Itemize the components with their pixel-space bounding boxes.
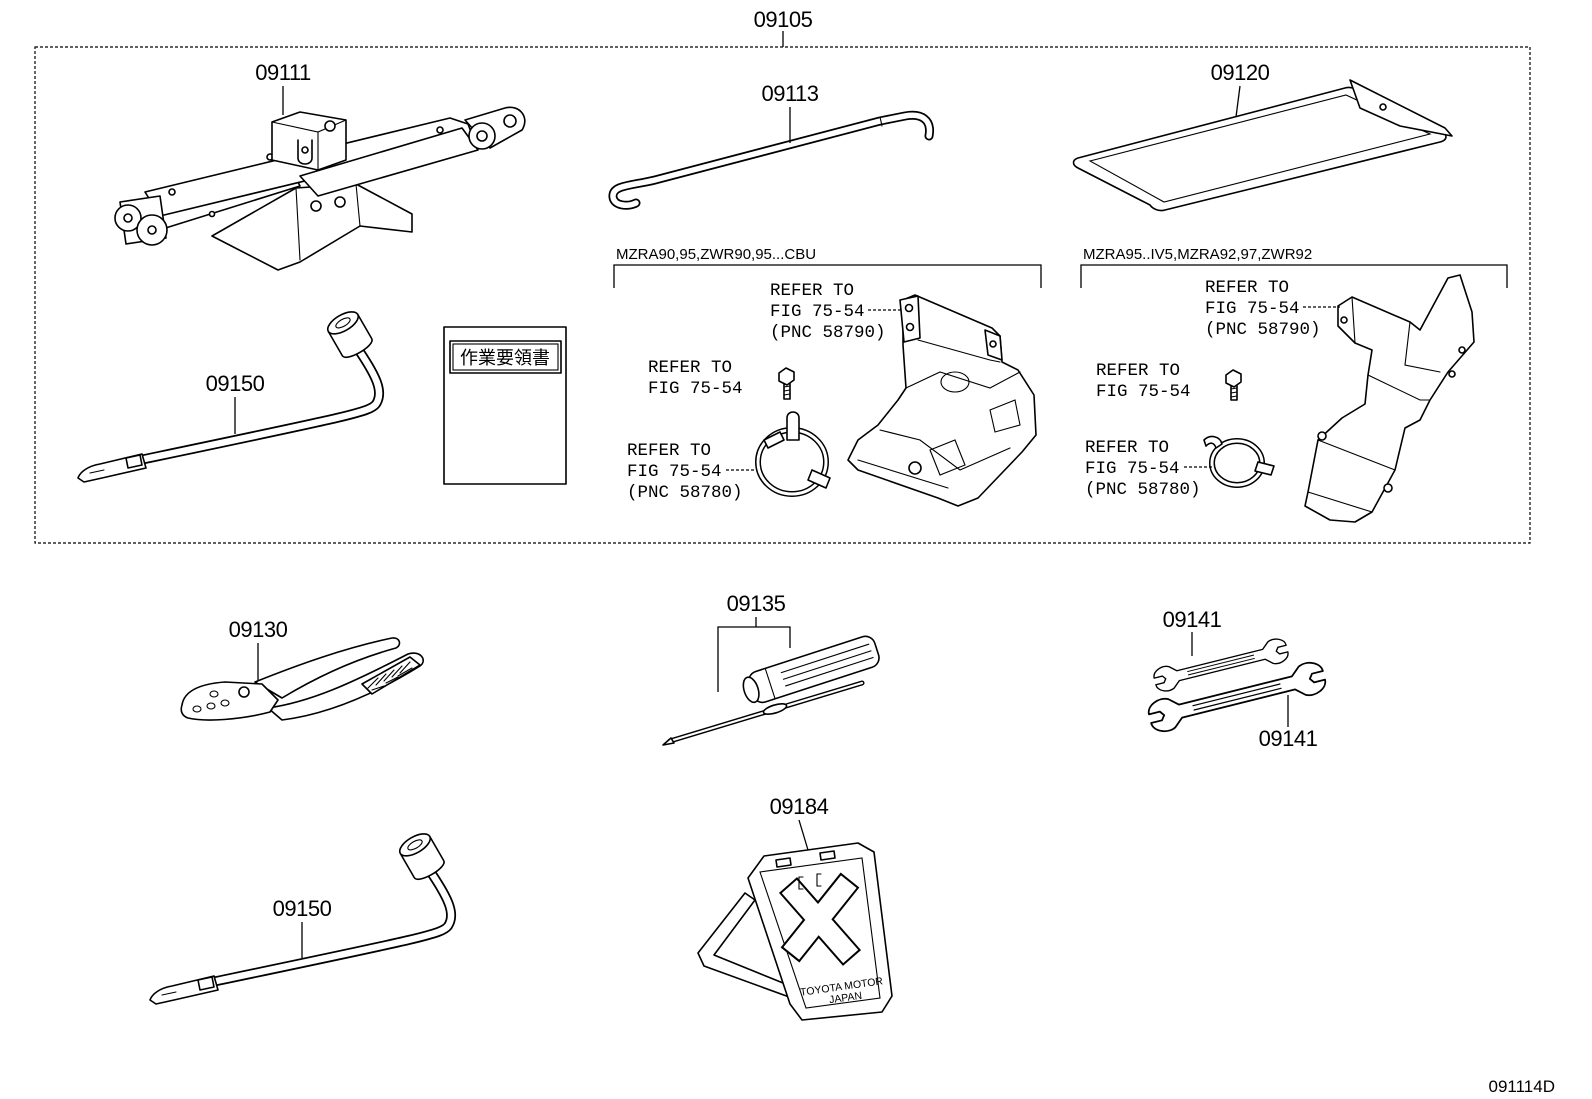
- bracket-ref-line3: (PNC 58790): [1205, 320, 1321, 340]
- assembly-part-number[interactable]: 09105: [754, 7, 813, 32]
- instruction-manual: 作業要領書: [443, 326, 567, 485]
- clamp-right: [1203, 435, 1275, 488]
- bolt-right: [1225, 369, 1242, 401]
- spanner-upper-part-number[interactable]: 09141: [1163, 607, 1222, 632]
- battery-bracket-left: [847, 294, 1037, 507]
- battery-bracket-right: [1304, 274, 1475, 523]
- wheel-chock-part-number[interactable]: 09184: [770, 794, 829, 819]
- pliers-part-number[interactable]: 09130: [229, 617, 288, 642]
- wheel-wrench: 09150: [149, 833, 457, 1005]
- bracket-ref-line2: FIG 75-54: [1205, 299, 1300, 319]
- clamp-ref-line3: (PNC 58780): [1085, 480, 1201, 500]
- spanner-lower-part-number[interactable]: 09141: [1259, 726, 1318, 751]
- tool-bag: 09120: [1072, 60, 1453, 212]
- tool-bag-part-number[interactable]: 09120: [1211, 60, 1270, 85]
- jack-part-number[interactable]: 09111: [255, 60, 311, 85]
- leader-line: [798, 819, 809, 851]
- bracket-ref-line1: REFER TO: [770, 281, 854, 301]
- screwdriver: 09135: [662, 591, 880, 746]
- wheel-wrench-in-kit: 09150: [77, 311, 385, 483]
- scissor-jack: 09111: [114, 60, 526, 271]
- clamp-left: [755, 411, 831, 497]
- wheel-chock: TOYOTA MOTOR JAPAN 09184: [697, 794, 893, 1021]
- clamp-ref-line3: (PNC 58780): [627, 483, 743, 503]
- chock-marking-line2: JAPAN: [828, 990, 862, 1006]
- variant-bracket-line: [613, 264, 1042, 288]
- spanner-upper: 09141: [1153, 607, 1289, 692]
- wheel-wrench-part-number[interactable]: 09150: [273, 896, 332, 921]
- manual-title: 作業要領書: [460, 348, 550, 369]
- leader-line: [1235, 85, 1241, 118]
- variant-left-label: MZRA90,95,ZWR90,95...CBU: [616, 246, 816, 263]
- diagram-code: 091114D: [1489, 1077, 1555, 1096]
- bracket-ref-line2: FIG 75-54: [770, 302, 865, 322]
- variant-left: MZRA90,95,ZWR90,95...CBU REFER TO FIG 75…: [613, 246, 1042, 507]
- tool-kit-assembly-frame: 09105: [34, 7, 1531, 544]
- screwdriver-part-number[interactable]: 09135: [727, 591, 786, 616]
- jack-handle: 09113: [608, 81, 935, 210]
- spanner-lower: 09141: [1147, 661, 1327, 751]
- variant-right: MZRA95..IV5,MZRA92,97,ZWR92 REFER TO FIG…: [1080, 246, 1508, 523]
- pliers: 09130: [180, 617, 424, 721]
- bolt-ref-line1: REFER TO: [1096, 361, 1180, 381]
- clamp-ref-line1: REFER TO: [1085, 438, 1169, 458]
- clamp-ref-line2: FIG 75-54: [1085, 459, 1180, 479]
- bracket-ref-line3: (PNC 58790): [770, 323, 886, 343]
- leader-bracket: [717, 626, 791, 692]
- variant-bracket-line: [1080, 264, 1508, 288]
- bolt-left: [778, 367, 795, 400]
- bolt-ref-line2: FIG 75-54: [1096, 382, 1191, 402]
- jack-handle-part-number[interactable]: 09113: [761, 81, 819, 106]
- clamp-ref-line2: FIG 75-54: [627, 462, 722, 482]
- bracket-ref-line1: REFER TO: [1205, 278, 1289, 298]
- variant-right-label: MZRA95..IV5,MZRA92,97,ZWR92: [1083, 246, 1312, 263]
- wheel-wrench-in-kit-part-number[interactable]: 09150: [206, 371, 265, 396]
- clamp-ref-line1: REFER TO: [627, 441, 711, 461]
- bolt-ref-line2: FIG 75-54: [648, 379, 743, 399]
- bolt-ref-line1: REFER TO: [648, 358, 732, 378]
